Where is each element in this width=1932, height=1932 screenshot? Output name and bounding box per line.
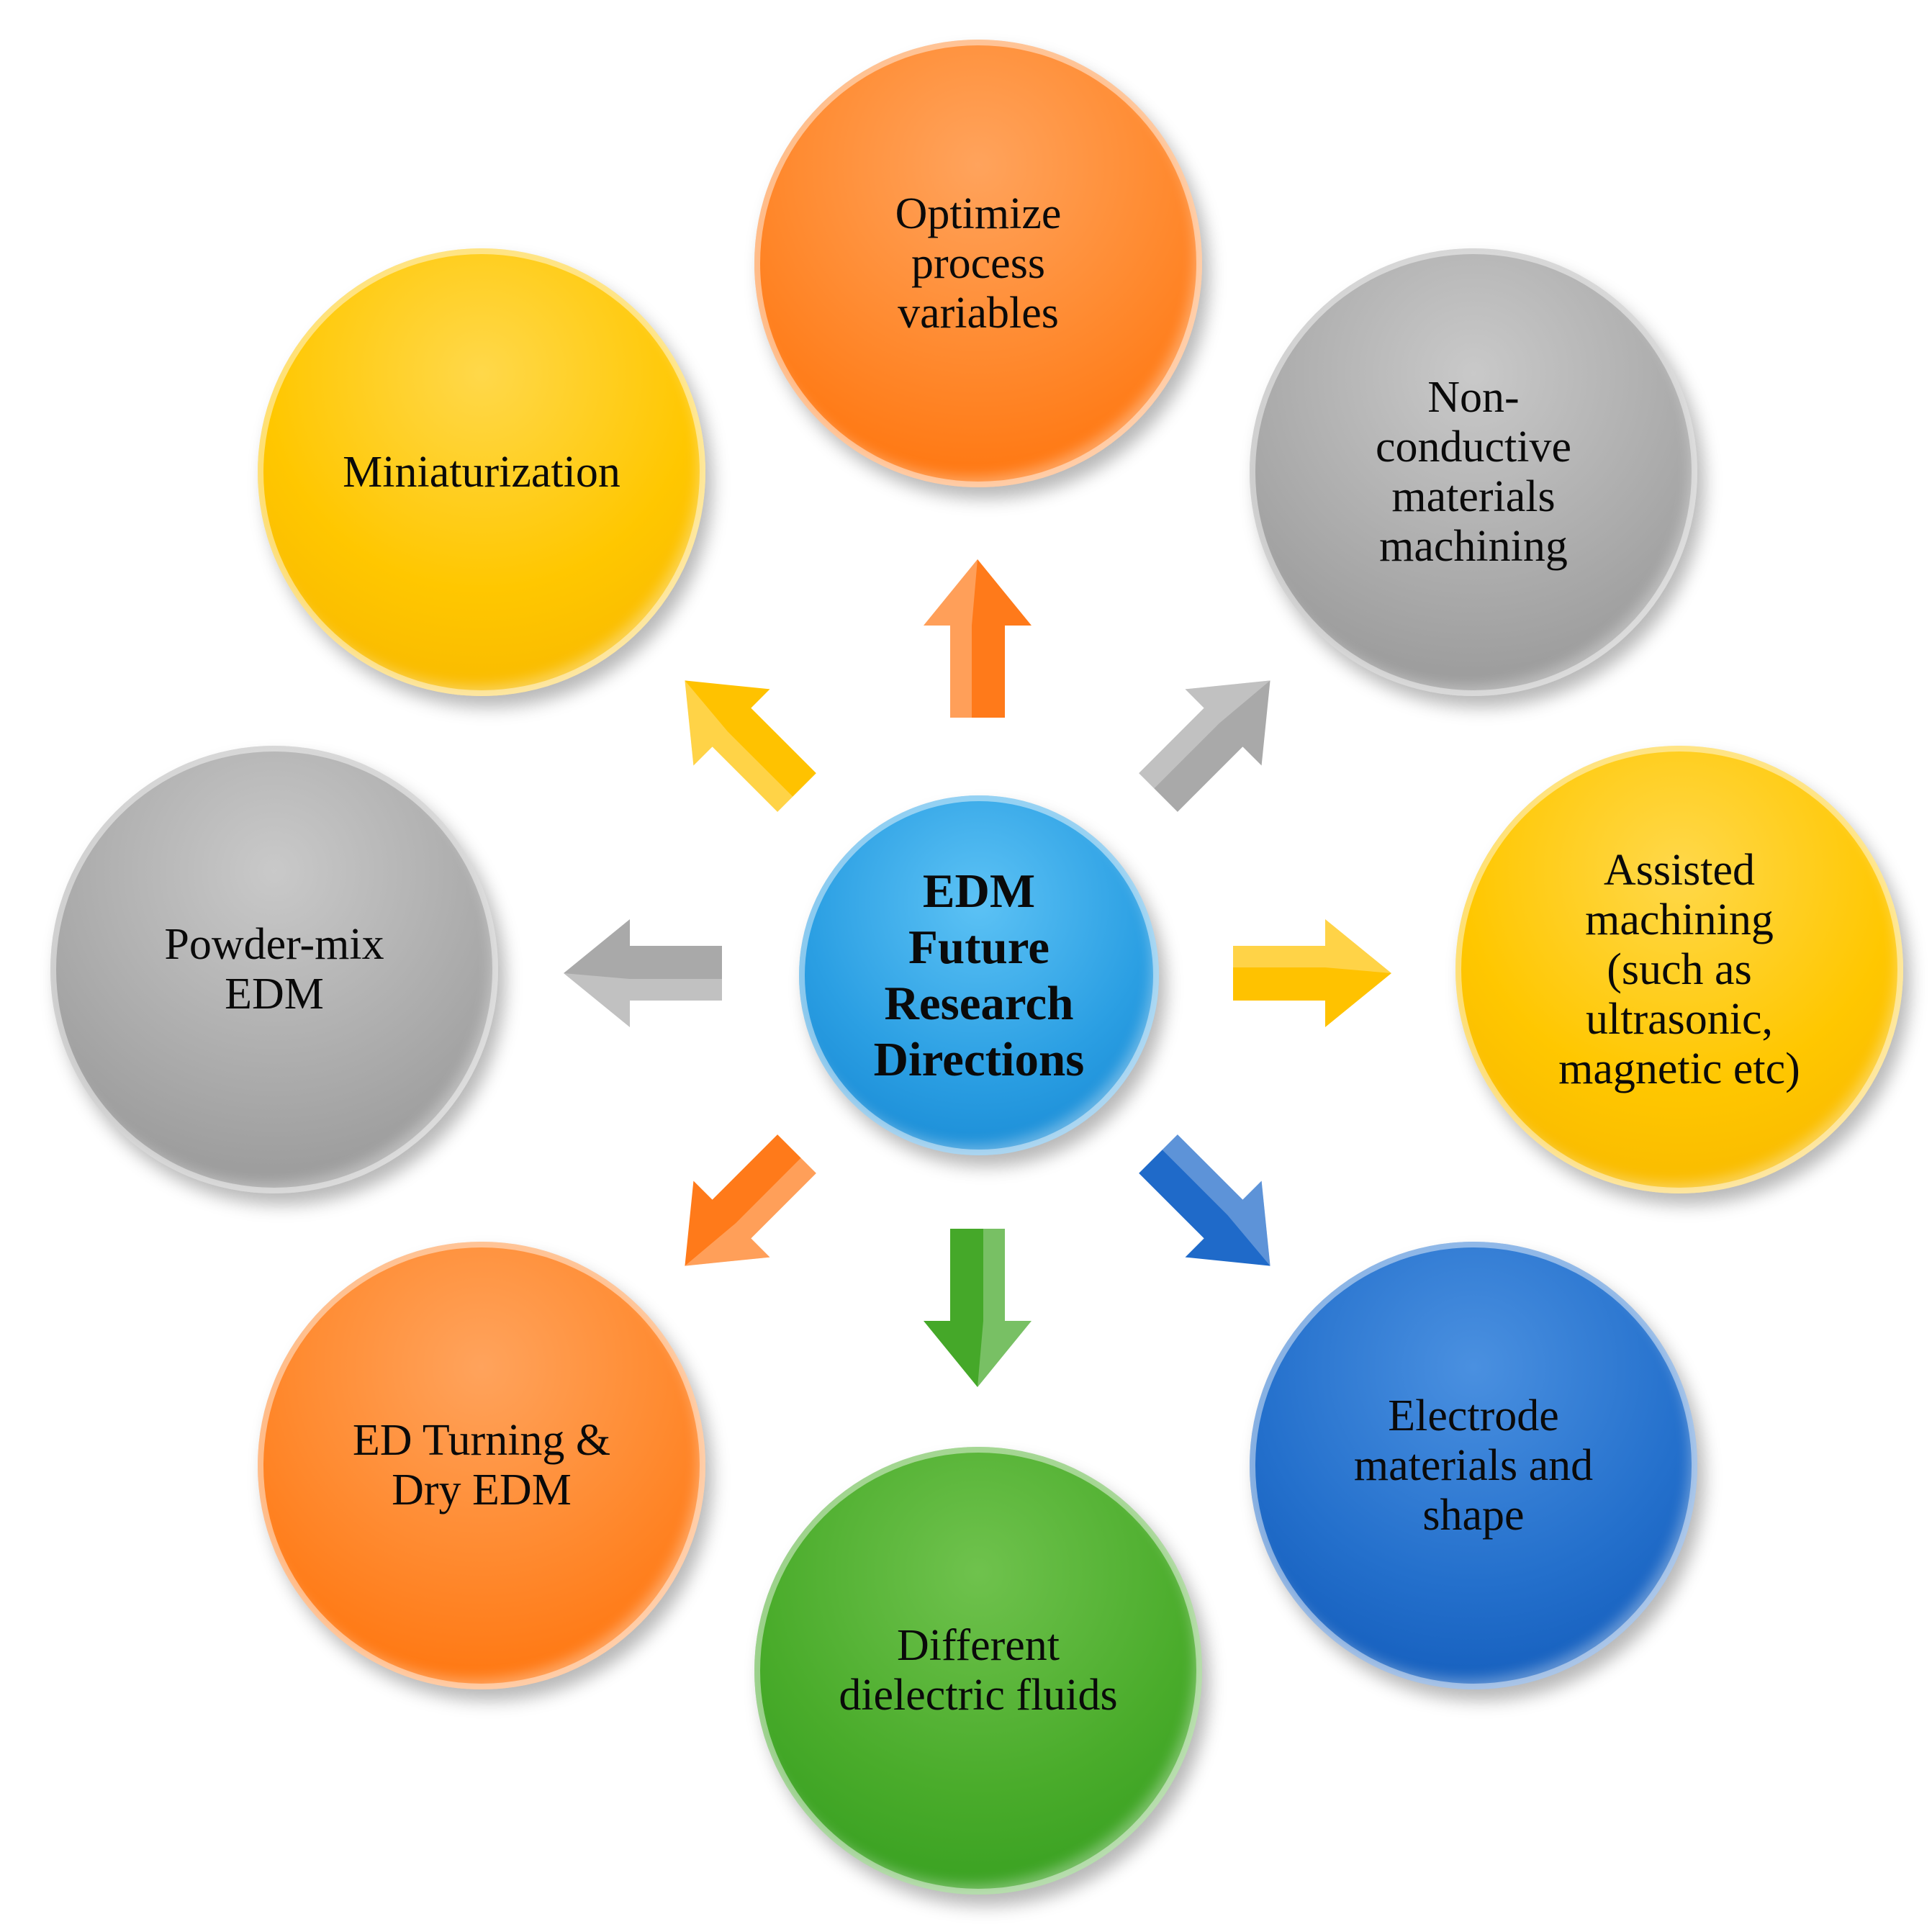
arrow-shape	[685, 680, 816, 812]
node-label-line: Different	[896, 1621, 1060, 1670]
arrow-dielectric	[924, 1229, 1032, 1387]
arrow-highlight	[1162, 1134, 1270, 1266]
arrow-ed-turning	[685, 1134, 816, 1266]
node-label: ED Turning & Dry EDM	[353, 1416, 610, 1515]
arrow-shape	[924, 559, 1032, 718]
node-label: Powder-mix EDM	[164, 920, 384, 1019]
node-label-line: Optimize	[895, 189, 1062, 238]
center-label: EDM Future Research Directions	[874, 863, 1085, 1088]
node-label-line: ultrasonic,	[1586, 994, 1773, 1044]
arrow-shape	[1139, 680, 1270, 812]
arrow-shape	[924, 1229, 1032, 1387]
node-label: Different dielectric fluids	[839, 1621, 1117, 1720]
arrow-shape	[564, 919, 722, 1027]
node-label-line: machining	[1585, 895, 1774, 944]
node-ed-turning: ED Turning & Dry EDM	[258, 1242, 705, 1689]
node-label-line: magnetic etc)	[1558, 1044, 1800, 1093]
center-label-line: Research	[884, 977, 1074, 1030]
node-powder-mix: Powder-mix EDM	[50, 746, 498, 1193]
arrow-highlight	[564, 973, 722, 1027]
arrow-shape	[1233, 919, 1391, 1027]
arrow-assisted	[1233, 919, 1391, 1027]
node-electrode: Electrode materials and shape	[1250, 1242, 1697, 1689]
arrow-shape	[685, 1134, 816, 1266]
arrow-highlight	[1233, 919, 1391, 973]
node-label-line: (such as	[1607, 944, 1752, 994]
arrow-highlight	[685, 680, 793, 812]
node-label-line: shape	[1422, 1490, 1525, 1540]
center-bubble: EDM Future Research Directions	[799, 795, 1159, 1155]
node-label-line: machining	[1379, 522, 1568, 571]
node-label-line: variables	[898, 288, 1059, 338]
node-non-conductive: Non- conductive materials machining	[1250, 248, 1697, 696]
node-label: Non- conductive materials machining	[1376, 373, 1571, 572]
node-optimize: Optimize process variables	[754, 40, 1202, 487]
node-label-line: Non-	[1427, 373, 1520, 422]
node-label: Electrode materials and shape	[1354, 1391, 1593, 1540]
node-label-line: Assisted	[1603, 845, 1756, 895]
node-label-line: Powder-mix	[164, 920, 384, 969]
center-label-line: Future	[908, 921, 1049, 974]
arrow-miniaturization	[685, 680, 816, 812]
arrow-non-conductive	[1139, 680, 1270, 812]
arrow-highlight	[1139, 680, 1270, 789]
arrow-highlight	[685, 1157, 816, 1266]
arrow-powder-mix	[564, 919, 722, 1027]
node-label-line: Miniaturization	[343, 447, 620, 497]
node-label-line: EDM	[225, 970, 324, 1019]
node-dielectric: Different dielectric fluids	[754, 1447, 1202, 1895]
node-label-line: Electrode	[1388, 1391, 1559, 1440]
center-label-line: EDM	[922, 865, 1036, 918]
node-label-line: materials and	[1353, 1440, 1594, 1490]
node-label: Optimize process variables	[895, 189, 1062, 338]
node-label-line: Dry EDM	[392, 1466, 572, 1515]
node-assisted: Assisted machining (such as ultrasonic, …	[1455, 746, 1903, 1193]
node-label-line: process	[911, 238, 1045, 288]
node-label-line: materials	[1391, 472, 1556, 521]
node-label: Assisted machining (such as ultrasonic, …	[1558, 846, 1800, 1094]
arrow-shape	[1139, 1134, 1270, 1266]
arrow-highlight	[924, 559, 978, 718]
node-label-line: conductive	[1375, 423, 1571, 471]
arrow-optimize	[924, 559, 1032, 718]
node-miniaturization: Miniaturization	[258, 248, 705, 696]
node-label: Miniaturization	[343, 448, 620, 497]
node-label-line: ED Turning &	[352, 1416, 611, 1465]
center-label-line: Directions	[873, 1033, 1085, 1086]
node-label-line: dielectric fluids	[839, 1671, 1118, 1720]
arrow-electrode	[1139, 1134, 1270, 1266]
arrow-highlight	[978, 1229, 1032, 1387]
